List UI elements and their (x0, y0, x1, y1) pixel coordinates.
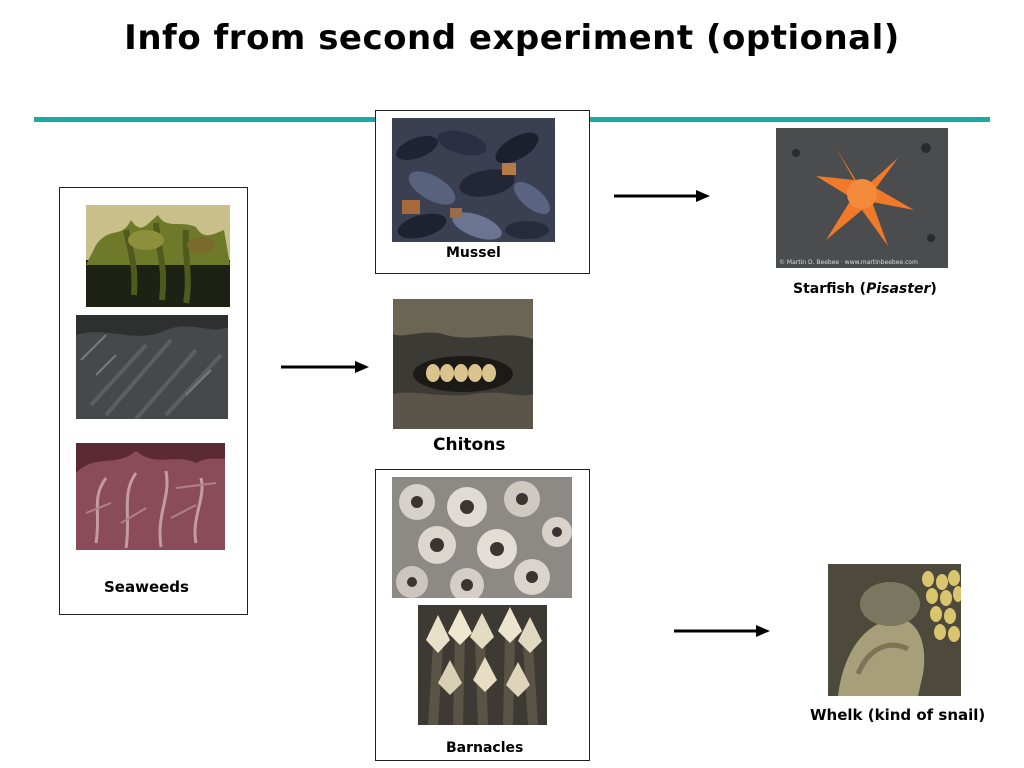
seaweed-photo-dark (76, 315, 228, 419)
starfish-label-name: Starfish ( (793, 281, 867, 297)
slide-title: Info from second experiment (optional) (124, 18, 900, 58)
barnacles-label: Barnacles (446, 740, 524, 756)
seaweed-photo-red (76, 443, 225, 550)
arrow-barnacles-to-whelk (674, 625, 770, 637)
chitons-label: Chitons (433, 435, 506, 455)
starfish-label-close: ) (930, 281, 937, 297)
seaweed-photo-green (86, 205, 230, 307)
starfish-label-genus: Pisaster (866, 281, 931, 297)
starfish-label: Starfish (Pisaster) (793, 281, 937, 297)
arrow-seaweeds-to-chitons (281, 361, 369, 373)
starfish-photo: © Martin D. Beebee · www.martinbeebee.co… (776, 128, 948, 268)
whelk-label: Whelk (kind of snail) (810, 706, 986, 724)
starfish-photo-credit: © Martin D. Beebee · www.martinbeebee.co… (779, 259, 918, 266)
mussel-label: Mussel (446, 245, 501, 261)
whelk-photo (828, 564, 961, 696)
chitons-photo (393, 299, 533, 429)
seaweeds-label: Seaweeds (104, 578, 189, 596)
barnacles-photo-acorn (392, 477, 572, 598)
arrow-mussel-to-starfish (614, 190, 710, 202)
barnacles-photo-gooseneck (418, 605, 547, 725)
mussel-photo (392, 118, 555, 242)
